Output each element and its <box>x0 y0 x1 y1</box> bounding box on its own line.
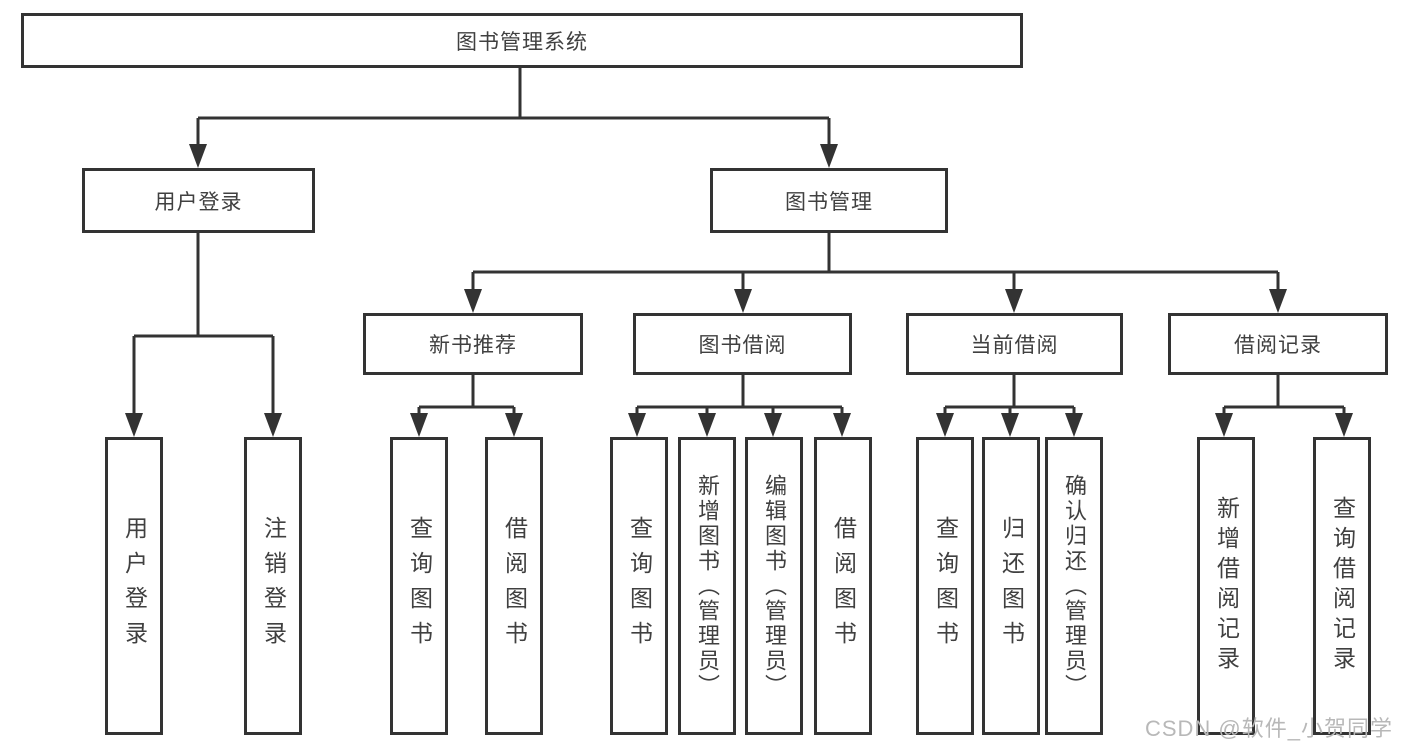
node-borrow-records-label: 借阅记录 <box>1234 334 1322 357</box>
node-book-borrow-label: 图书借阅 <box>698 334 787 357</box>
leaf-edit-books-admin: 编辑图书（管理员） <box>745 437 803 735</box>
node-user-login-label: 用户登录 <box>154 190 243 214</box>
leaf-edit-books-admin-label: 编辑图书（管理员） <box>762 473 787 699</box>
node-root-label: 图书管理系统 <box>456 30 588 54</box>
node-book-borrow: 图书借阅 <box>633 313 852 375</box>
leaf-user-login-label: 用户登录 <box>121 516 148 656</box>
leaf-borrow-books-borrow: 借阅图书 <box>814 437 872 735</box>
leaf-return-books-label: 归还图书 <box>998 516 1025 656</box>
node-current-borrow: 当前借阅 <box>906 313 1123 375</box>
node-book-management-label: 图书管理 <box>785 190 873 214</box>
leaf-query-books-rec-label: 查询图书 <box>406 516 433 656</box>
node-new-book-recommend: 新书推荐 <box>363 313 583 375</box>
leaf-logout-label: 注销登录 <box>260 516 287 656</box>
node-borrow-records: 借阅记录 <box>1168 313 1388 375</box>
leaf-borrow-books-rec-label: 借阅图书 <box>501 516 528 656</box>
leaf-confirm-return-admin-label: 确认归还（管理员） <box>1062 473 1087 699</box>
leaf-add-borrow-record: 新增借阅记录 <box>1197 437 1255 735</box>
leaf-query-borrow-record-label: 查询借阅记录 <box>1329 496 1356 676</box>
node-current-borrow-label: 当前借阅 <box>970 334 1059 357</box>
node-user-login: 用户登录 <box>82 168 315 233</box>
leaf-return-books: 归还图书 <box>982 437 1040 735</box>
leaf-add-borrow-record-label: 新增借阅记录 <box>1213 496 1240 676</box>
leaf-confirm-return-admin: 确认归还（管理员） <box>1045 437 1103 735</box>
node-new-book-recommend-label: 新书推荐 <box>429 334 517 357</box>
leaf-borrow-books-borrow-label: 借阅图书 <box>830 516 857 656</box>
node-book-management: 图书管理 <box>710 168 948 233</box>
csdn-watermark: CSDN @软件_小贺同学 <box>1144 716 1393 741</box>
leaf-query-books-borrow: 查询图书 <box>610 437 668 735</box>
leaf-user-login: 用户登录 <box>105 437 163 735</box>
leaf-query-books-current: 查询图书 <box>916 437 974 735</box>
leaf-add-books-admin-label: 新增图书（管理员） <box>695 473 720 699</box>
leaf-logout: 注销登录 <box>244 437 302 735</box>
leaf-query-books-borrow-label: 查询图书 <box>626 516 653 656</box>
leaf-borrow-books-rec: 借阅图书 <box>485 437 543 735</box>
leaf-query-borrow-record: 查询借阅记录 <box>1313 437 1371 735</box>
leaf-query-books-current-label: 查询图书 <box>932 516 959 656</box>
leaf-query-books-rec: 查询图书 <box>390 437 448 735</box>
leaf-add-books-admin: 新增图书（管理员） <box>678 437 736 735</box>
node-root: 图书管理系统 <box>21 13 1023 68</box>
